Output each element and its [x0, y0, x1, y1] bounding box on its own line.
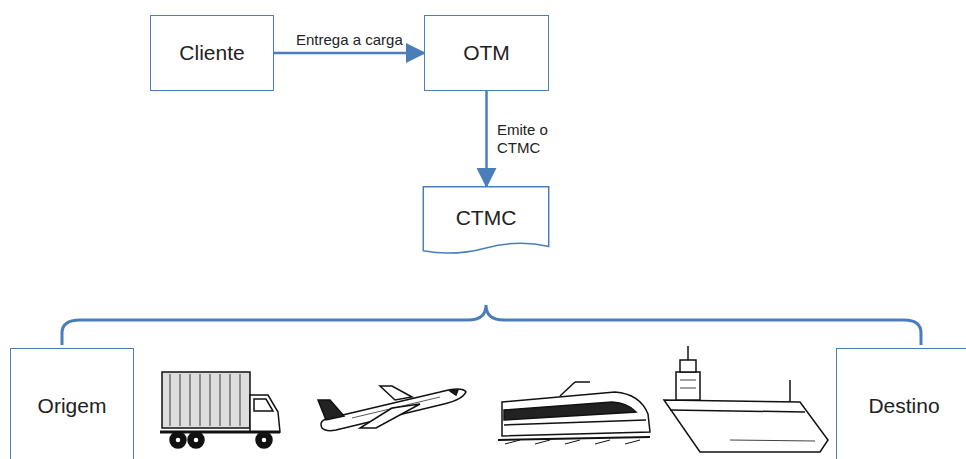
train-icon [498, 382, 650, 444]
node-label: Cliente [179, 41, 244, 65]
process-box: Cliente [150, 15, 274, 91]
edge-label: Emite o CTMC [495, 121, 577, 157]
terminal-box: Origem [10, 348, 134, 459]
edge-label: Entrega a carga [294, 31, 405, 49]
flow-arrow [274, 52, 424, 55]
truck-icon [160, 372, 280, 448]
process-box: OTM [424, 15, 549, 91]
flow-arrow [485, 91, 488, 186]
ship-icon [664, 346, 828, 452]
node-label: Destino [868, 394, 939, 418]
node-label: CTMC [456, 206, 517, 230]
curly-brace [62, 305, 921, 345]
document-shape: CTMC [422, 186, 550, 258]
node-label: Origem [38, 394, 107, 418]
terminal-box: Destino [836, 348, 966, 459]
node-label: OTM [463, 41, 510, 65]
airplane-icon [318, 386, 466, 431]
